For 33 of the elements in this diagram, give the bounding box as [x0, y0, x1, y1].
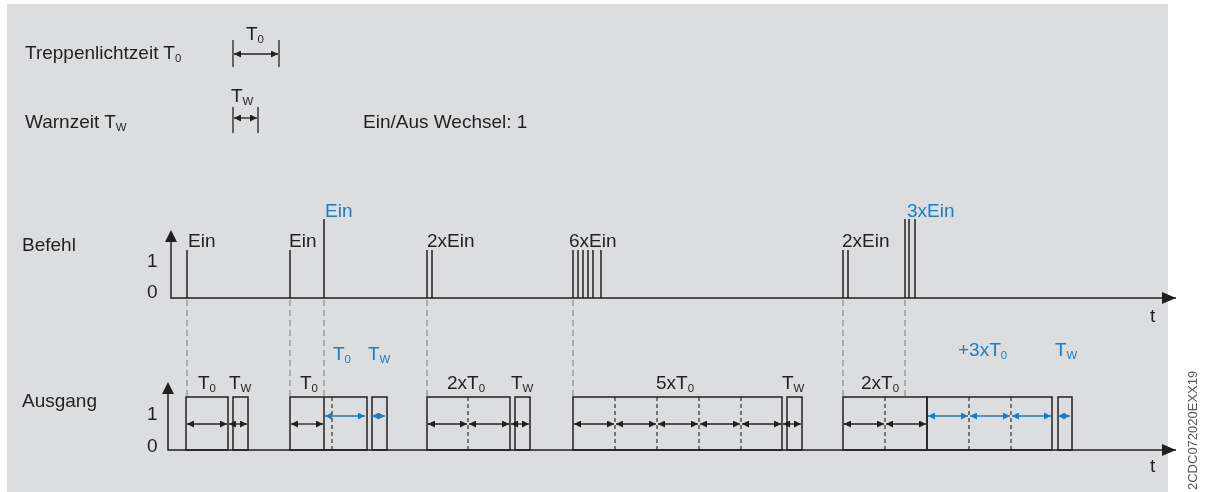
parameter-label: Treppenlichtzeit T$_{0}$ [25, 42, 182, 64]
duration-label: T$_{W}$ [231, 85, 254, 107]
duration-label: 5xT$_{0}$ [656, 372, 695, 394]
duration-label: +3xT$_{0}$ [958, 339, 1008, 361]
axis-label: Ausgang [22, 390, 97, 412]
command-label: Ein [188, 230, 216, 252]
setting-label: Ein/Aus Wechsel: 1 [363, 111, 528, 133]
duration-label: T$_{0}$ [300, 372, 318, 394]
duration-label: T$_{0}$ [333, 343, 351, 365]
duration-label: T$_{W}$ [1055, 339, 1078, 361]
tick-label: 0 [147, 281, 158, 303]
duration-label: T$_{0}$ [246, 23, 264, 45]
command-label: 6xEin [569, 230, 617, 252]
duration-label: 2xT$_{0}$ [861, 372, 900, 394]
duration-label: 2xT$_{0}$ [447, 372, 486, 394]
command-label: 2xEin [427, 230, 475, 252]
command-label: 2xEin [842, 230, 890, 252]
parameter-label: Warnzeit T$_{W}$ [25, 111, 127, 133]
tick-label: 0 [147, 435, 158, 457]
tick-label: 1 [147, 403, 158, 425]
command-label: 3xEin [907, 200, 955, 222]
duration-label: T$_{W}$ [782, 372, 805, 394]
duration-label: T$_{0}$ [198, 372, 216, 394]
document-code: 2CDC072020EXX19 [1185, 370, 1200, 490]
command-label: Ein [325, 200, 353, 222]
duration-label: T$_{W}$ [368, 343, 391, 365]
tick-label: 1 [147, 250, 158, 272]
axis-label: Befehl [22, 234, 76, 256]
axis-label: t [1150, 455, 1156, 477]
duration-label: T$_{W}$ [511, 372, 534, 394]
axis-label: t [1150, 305, 1156, 327]
command-label: Ein [289, 230, 317, 252]
duration-label: T$_{W}$ [229, 372, 252, 394]
